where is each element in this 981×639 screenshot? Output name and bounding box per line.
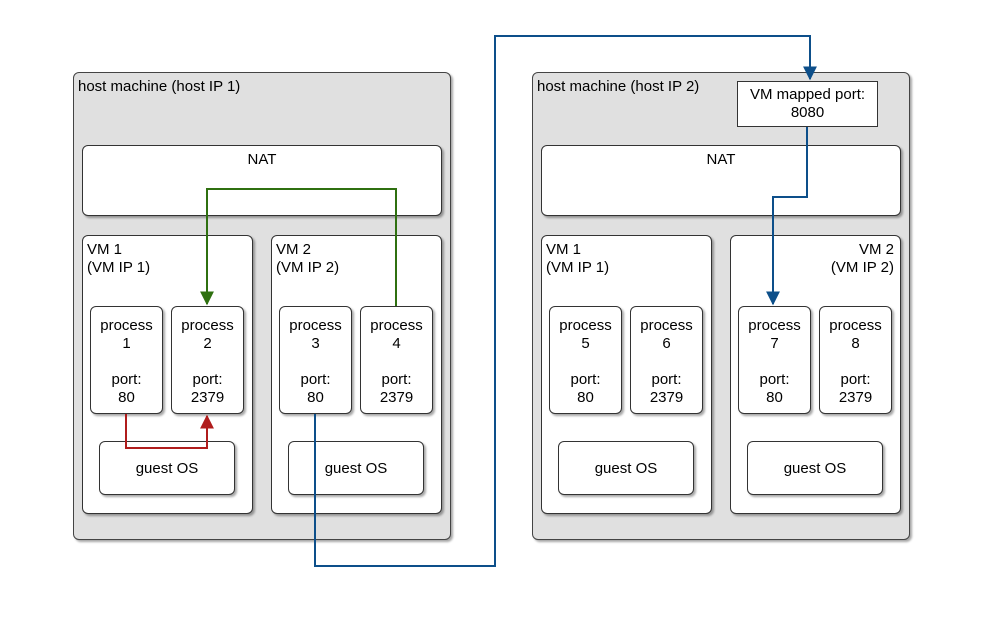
vm-ip: (VM IP 2)	[276, 259, 340, 276]
vm-mapped-port-box: VM mapped port: 8080	[737, 81, 878, 127]
port-label: port:	[840, 371, 871, 388]
host-2-vm-1-guest-os: guest OS	[558, 441, 694, 495]
host-1-vm-2-guest-os: guest OS	[288, 441, 424, 495]
host-1-vm-1-guest-os: guest OS	[99, 441, 235, 495]
vm-name: VM 1	[87, 241, 123, 258]
process-number: 5	[581, 335, 590, 352]
vm-name: VM 2	[858, 241, 894, 258]
port-label: port:	[651, 371, 682, 388]
vm-name: VM 2	[276, 241, 312, 258]
port-value: 80	[766, 389, 783, 406]
process-label: process	[640, 317, 693, 334]
process-label: process	[370, 317, 423, 334]
vm-ip: (VM IP 2)	[830, 259, 894, 276]
host-1-nat: NAT	[82, 145, 442, 216]
process-4: process 4 port: 2379	[360, 306, 433, 414]
port-label: port:	[111, 371, 142, 388]
host-1-vm-1-title: VM 1 (VM IP 1)	[87, 241, 150, 277]
vm-ip: (VM IP 1)	[546, 259, 610, 276]
process-3: process 3 port: 80	[279, 306, 352, 414]
host-2-nat-label: NAT	[706, 151, 736, 168]
port-value: 80	[307, 389, 324, 406]
process-label: process	[559, 317, 612, 334]
mapped-port-label: VM mapped port:	[749, 86, 866, 103]
port-value: 2379	[649, 389, 684, 406]
process-7: process 7 port: 80	[738, 306, 811, 414]
host-2-vm-2-title: VM 2 (VM IP 2)	[831, 241, 894, 277]
process-label: process	[181, 317, 234, 334]
process-label: process	[748, 317, 801, 334]
port-label: port:	[300, 371, 331, 388]
process-label: process	[289, 317, 342, 334]
process-1: process 1 port: 80	[90, 306, 163, 414]
port-value: 2379	[190, 389, 225, 406]
process-number: 7	[770, 335, 779, 352]
process-number: 2	[203, 335, 212, 352]
port-label: port:	[192, 371, 223, 388]
host-2-vm-1-title: VM 1 (VM IP 1)	[546, 241, 609, 277]
vm-name: VM 1	[546, 241, 582, 258]
process-6: process 6 port: 2379	[630, 306, 703, 414]
port-value: 80	[577, 389, 594, 406]
process-number: 8	[851, 335, 860, 352]
process-number: 4	[392, 335, 401, 352]
port-label: port:	[759, 371, 790, 388]
port-label: port:	[570, 371, 601, 388]
host-machine-1-title: host machine (host IP 1)	[78, 78, 241, 95]
mapped-port-value: 8080	[790, 104, 825, 121]
process-2: process 2 port: 2379	[171, 306, 244, 414]
port-value: 2379	[379, 389, 414, 406]
process-number: 1	[122, 335, 131, 352]
host-1-nat-label: NAT	[247, 151, 277, 168]
host-2-nat: NAT	[541, 145, 901, 216]
process-number: 3	[311, 335, 320, 352]
process-8: process 8 port: 2379	[819, 306, 892, 414]
host-1-vm-2-title: VM 2 (VM IP 2)	[276, 241, 339, 277]
process-label: process	[100, 317, 153, 334]
process-5: process 5 port: 80	[549, 306, 622, 414]
host-machine-2-title: host machine (host IP 2)	[537, 78, 700, 95]
port-label: port:	[381, 371, 412, 388]
port-value: 80	[118, 389, 135, 406]
process-number: 6	[662, 335, 671, 352]
port-value: 2379	[838, 389, 873, 406]
process-label: process	[829, 317, 882, 334]
host-2-vm-2-guest-os: guest OS	[747, 441, 883, 495]
vm-ip: (VM IP 1)	[87, 259, 151, 276]
